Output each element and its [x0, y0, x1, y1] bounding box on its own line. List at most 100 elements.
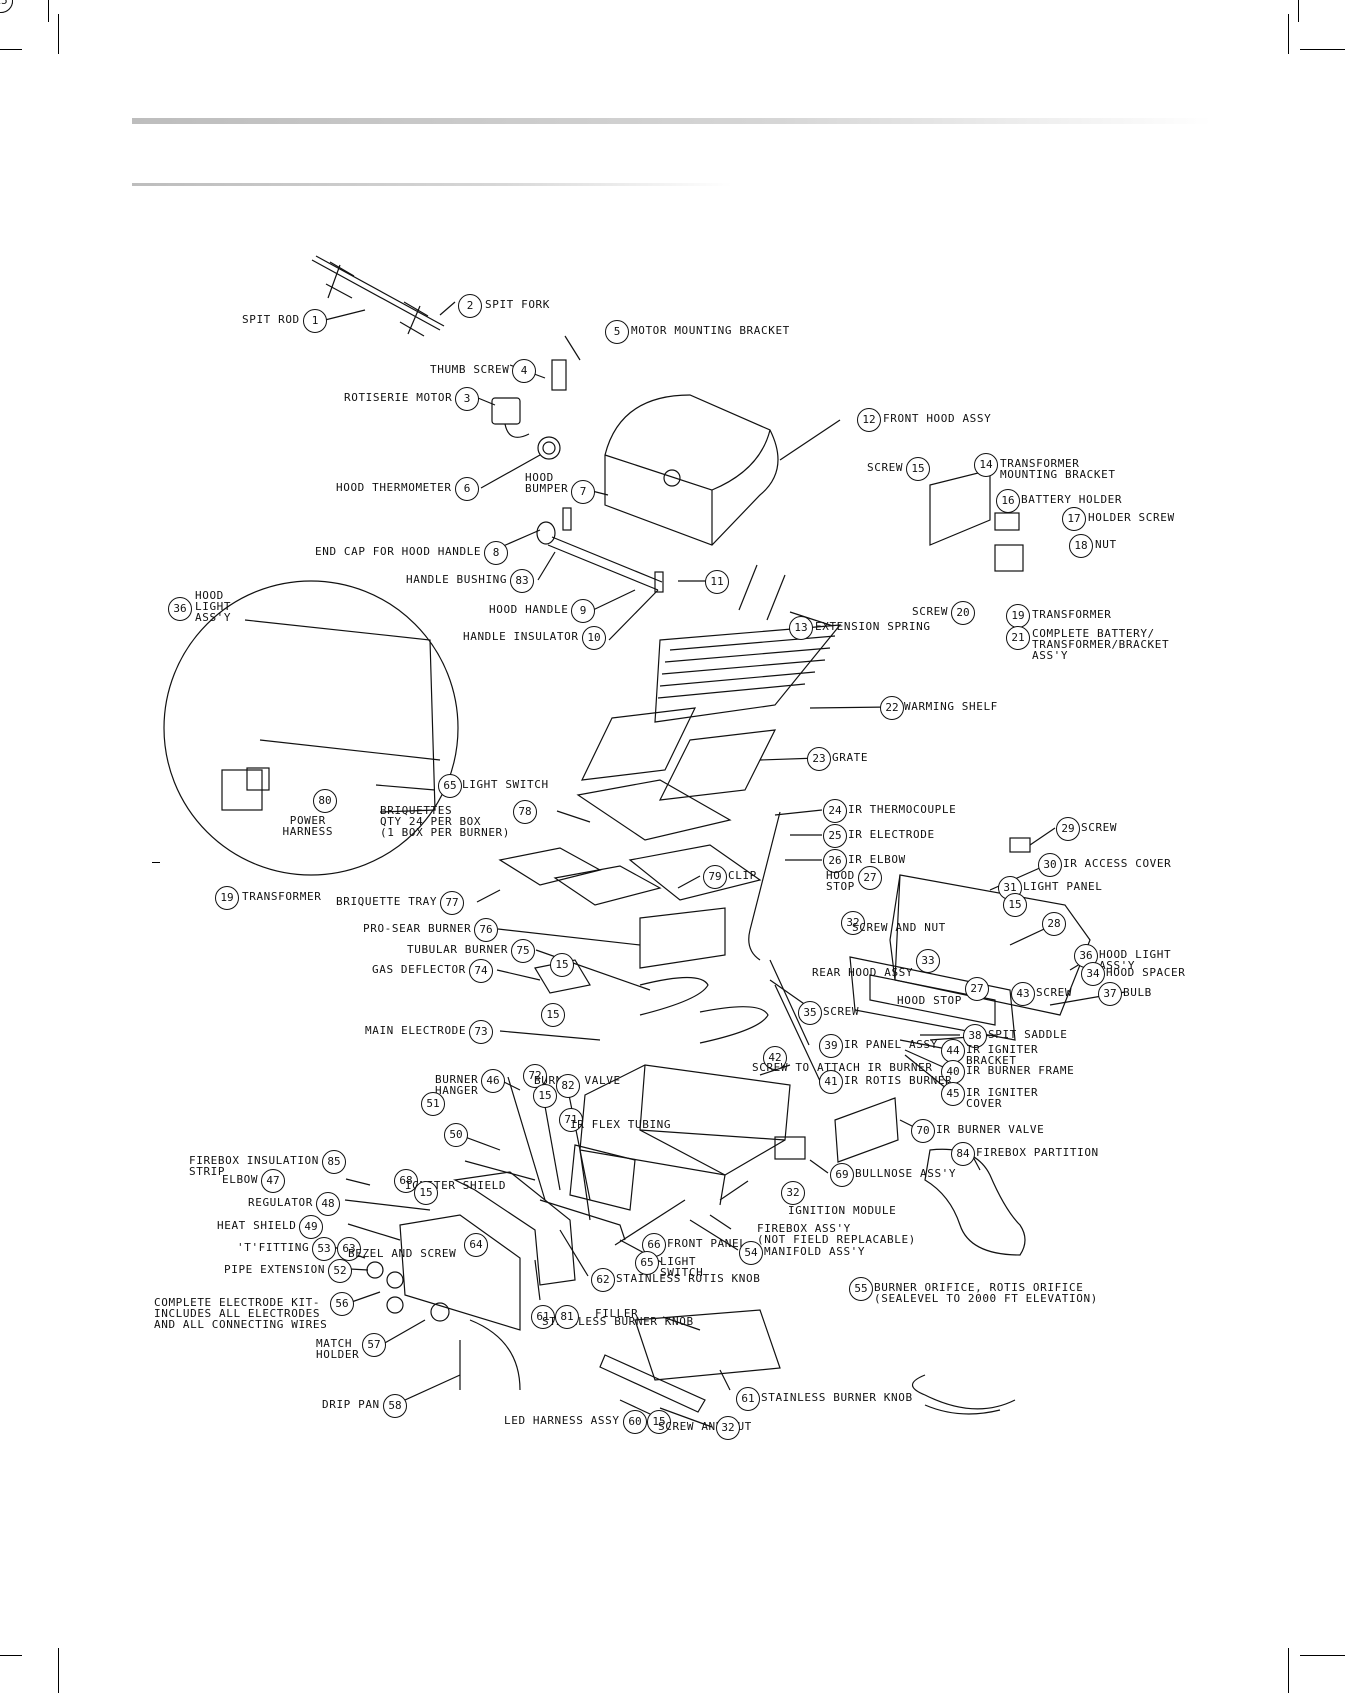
callout-number: 15 — [647, 1410, 671, 1434]
callout-number: 33 — [916, 949, 940, 973]
callout-number: 39 — [819, 1034, 843, 1058]
crop-mark — [1300, 1655, 1345, 1656]
header-rule — [132, 118, 1212, 124]
callout-label: 'T'FITTING — [237, 1241, 310, 1254]
callout-label: POWER HARNESS — [282, 814, 334, 838]
callout-number: 2 — [458, 294, 482, 318]
callout-number: 55 — [849, 1277, 873, 1301]
callout-number: 45 — [941, 1082, 965, 1106]
callout-label: REAR HOOD ASSY — [812, 966, 914, 979]
callout-number: 84 — [951, 1142, 975, 1166]
callout-label: BRIQUETTES QTY 24 PER BOX (1 BOX PER BUR… — [380, 804, 511, 839]
callout-label: ROTISERIE MOTOR — [344, 391, 453, 404]
callout-number: 53 — [312, 1237, 336, 1261]
callout-label: LIGHT PANEL — [1023, 880, 1103, 893]
callout-number: 16 — [996, 489, 1020, 513]
callout-label: IR ELBOW — [848, 853, 906, 866]
callout-number: 71 — [559, 1108, 583, 1132]
callout-number: 73 — [469, 1020, 493, 1044]
callout-number: 25 — [823, 824, 847, 848]
callout-label: STAINLESS BURNER KNOB — [761, 1391, 913, 1404]
callout-number: 69 — [830, 1163, 854, 1187]
crop-mark — [0, 49, 22, 50]
callout-label: BEZEL AND SCREW — [348, 1247, 457, 1260]
crop-mark — [1288, 1648, 1289, 1693]
callout-label: IR BURNER VALVE — [936, 1123, 1045, 1136]
callout-label: CLIP — [728, 869, 757, 882]
callout-label: LED HARNESS ASSY — [504, 1414, 620, 1427]
callout-number: 46 — [481, 1069, 505, 1093]
callout-label: COMPLETE BATTERY/ TRANSFORMER/BRACKET AS… — [1032, 627, 1170, 662]
callout-number: 79 — [703, 865, 727, 889]
callout-number: 48 — [316, 1192, 340, 1216]
callout-label: BURNER ORIFICE, ROTIS ORIFICE (SEALEVEL … — [874, 1281, 1098, 1305]
callout-number: 9 — [571, 599, 595, 623]
callout-label: SCREW — [912, 605, 949, 618]
callout-number: 80 — [313, 789, 337, 813]
callout-number: 76 — [474, 918, 498, 942]
callout-number: 41 — [819, 1070, 843, 1094]
callout-number: 52 — [328, 1259, 352, 1283]
callout-number: 74 — [469, 959, 493, 983]
callout-number: 34 — [1081, 962, 1105, 986]
callout-number: 15 — [541, 1003, 565, 1027]
callout-label: TUBULAR BURNER — [407, 943, 509, 956]
callout-label: HOOD SPACER — [1106, 966, 1186, 979]
callout-number: 15 — [906, 457, 930, 481]
crop-mark — [1300, 49, 1345, 50]
callout-number: 22 — [880, 696, 904, 720]
callout-label: STAINLESS ROTIS KNOB — [616, 1272, 761, 1285]
callout-label: HANDLE INSULATOR — [463, 630, 579, 643]
callout-label: END CAP FOR HOOD HANDLE — [315, 545, 482, 558]
callout-number: 85 — [322, 1150, 346, 1174]
callout-label: HOOD BUMPER — [525, 471, 569, 495]
callout-number: 40 — [941, 1060, 965, 1084]
callout-number: 42 — [763, 1046, 787, 1070]
callout-label: SCREW — [1036, 986, 1073, 999]
callout-label: TRANSFORMER — [1032, 608, 1112, 621]
callout-number: 17 — [1062, 507, 1086, 531]
crop-mark — [1288, 14, 1289, 54]
callout-number: 50 — [444, 1123, 468, 1147]
callout-number: 44 — [941, 1039, 965, 1063]
callout-number: 3 — [455, 387, 479, 411]
callout-number: 61 — [531, 1305, 555, 1329]
callout-number: 57 — [362, 1333, 386, 1357]
callout-number: 15 — [1003, 893, 1027, 917]
callout-number: 35 — [798, 1001, 822, 1025]
callout-label: IR ELECTRODE — [848, 828, 935, 841]
callout-number: 68 — [394, 1169, 418, 1193]
callout-label: WARMING SHELF — [904, 700, 998, 713]
callout-label: MAIN ELECTRODE — [365, 1024, 467, 1037]
callout-number: 13 — [789, 616, 813, 640]
callout-label: DRIP PAN — [322, 1398, 380, 1411]
callout-label: FIREBOX ASS'Y (NOT FIELD REPLACABLE) — [757, 1222, 916, 1246]
callout-number: 58 — [383, 1394, 407, 1418]
callout-label: BATTERY HOLDER — [1021, 493, 1123, 506]
callout-number: 56 — [330, 1292, 354, 1316]
callout-label: HOOD THERMOMETER — [336, 481, 452, 494]
callout-number: 7 — [571, 480, 595, 504]
callout-label: PIPE EXTENSION — [224, 1263, 326, 1276]
callout-number: 75 — [511, 939, 535, 963]
callout-number: 28 — [1042, 912, 1066, 936]
callout-number: 60 — [623, 1410, 647, 1434]
callout-label: GRATE — [832, 751, 869, 764]
callout-number: 32 — [781, 1181, 805, 1205]
callout-label: TRANSFORMER — [242, 890, 322, 903]
callout-number: 70 — [911, 1119, 935, 1143]
callout-number: 32 — [716, 1416, 740, 1440]
callout-label: EXTENSION SPRING — [815, 620, 931, 633]
callout-number: 72 — [523, 1064, 547, 1088]
callout-number: 18 — [1069, 534, 1093, 558]
callout-number: 15 — [550, 953, 574, 977]
callout-label: SPIT SADDLE — [988, 1028, 1068, 1041]
callout-number: 24 — [823, 799, 847, 823]
callout-number: 15 — [533, 1084, 557, 1108]
callout-number: 82 — [556, 1074, 580, 1098]
callout-label: HANDLE BUSHING — [406, 573, 508, 586]
callout-number: 23 — [807, 747, 831, 771]
callout-label: MOTOR MOUNTING BRACKET — [631, 324, 790, 337]
callout-number: 12 — [857, 408, 881, 432]
